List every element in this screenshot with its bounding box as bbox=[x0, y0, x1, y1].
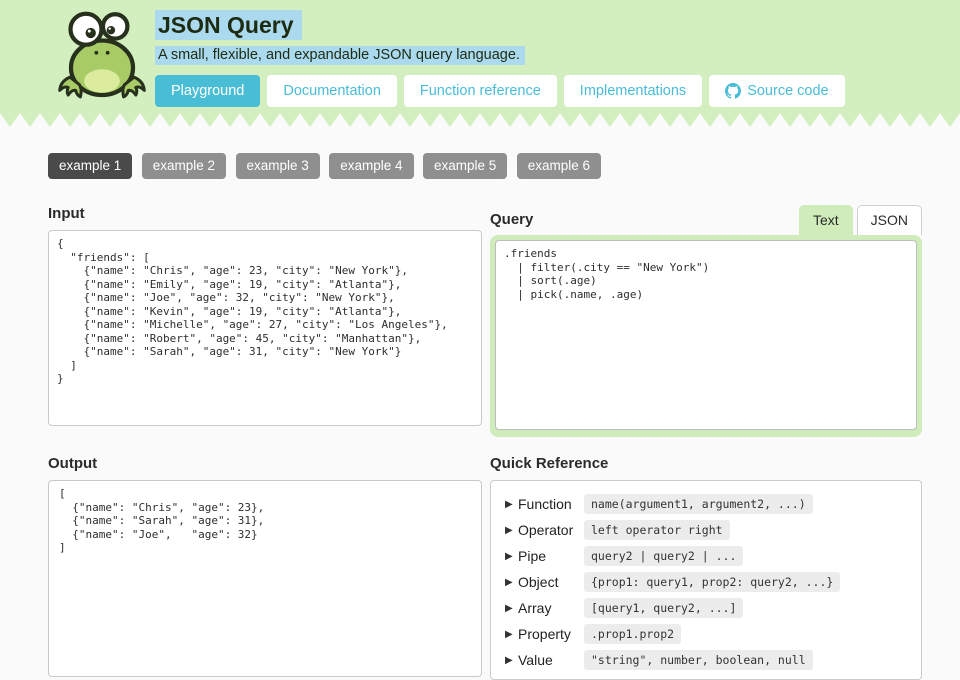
quick-reference-section: Quick Reference ▶ Function name(argument… bbox=[490, 455, 922, 680]
nav-implementations-button[interactable]: Implementations bbox=[563, 75, 703, 108]
quick-ref-item-function[interactable]: ▶ Function name(argument1, argument2, ..… bbox=[505, 491, 907, 517]
nav-source-code-button[interactable]: Source code bbox=[709, 75, 845, 108]
quick-ref-code: [query1, query2, ...] bbox=[584, 598, 744, 618]
quick-ref-item-object[interactable]: ▶ Object {prop1: query1, prop2: query2, … bbox=[505, 569, 907, 595]
quick-ref-item-operator[interactable]: ▶ Operator left operator right bbox=[505, 517, 907, 543]
output-label: Output bbox=[48, 455, 98, 472]
query-mode-tabs: Text JSON bbox=[795, 205, 922, 235]
tab-json[interactable]: JSON bbox=[856, 205, 922, 235]
zigzag-border bbox=[0, 113, 960, 127]
quick-ref-code: {prop1: query1, prop2: query2, ...} bbox=[584, 572, 841, 592]
github-icon bbox=[725, 83, 742, 100]
disclosure-triangle-icon: ▶ bbox=[505, 498, 513, 510]
frog-logo-icon bbox=[58, 11, 146, 99]
input-label: Input bbox=[48, 205, 85, 222]
page-title: JSON Query bbox=[155, 10, 302, 41]
disclosure-triangle-icon: ▶ bbox=[505, 628, 513, 640]
quick-ref-item-value[interactable]: ▶ Value "string", number, boolean, null bbox=[505, 647, 907, 673]
quick-reference-panel: ▶ Function name(argument1, argument2, ..… bbox=[490, 480, 922, 680]
main-nav: Playground Documentation Function refere… bbox=[155, 75, 852, 108]
nav-source-code-label: Source code bbox=[747, 83, 829, 100]
quick-ref-item-property[interactable]: ▶ Property .prop1.prop2 bbox=[505, 621, 907, 647]
header: JSON Query A small, flexible, and expand… bbox=[0, 0, 960, 113]
nav-documentation-button[interactable]: Documentation bbox=[267, 75, 397, 108]
quick-ref-code: name(argument1, argument2, ...) bbox=[584, 494, 813, 514]
tab-text[interactable]: Text bbox=[798, 205, 853, 235]
example-4-button[interactable]: example 4 bbox=[329, 153, 414, 179]
quick-reference-label: Quick Reference bbox=[490, 455, 609, 472]
nav-function-reference-button[interactable]: Function reference bbox=[403, 75, 557, 108]
example-2-button[interactable]: example 2 bbox=[141, 153, 227, 179]
input-section: Input { "friends": [ {"name": "Chris", "… bbox=[48, 205, 482, 437]
query-section: Query Text JSON .friends | filter(.city … bbox=[490, 205, 922, 437]
disclosure-triangle-icon: ▶ bbox=[505, 550, 513, 562]
quick-ref-code: query2 | query2 | ... bbox=[584, 546, 744, 566]
example-6-button[interactable]: example 6 bbox=[516, 153, 602, 179]
quick-ref-code: "string", number, boolean, null bbox=[584, 650, 813, 670]
main-content: example 1 example 2 example 3 example 4 … bbox=[48, 153, 922, 680]
quick-ref-item-pipe[interactable]: ▶ Pipe query2 | query2 | ... bbox=[505, 543, 907, 569]
disclosure-triangle-icon: ▶ bbox=[505, 602, 513, 614]
example-buttons: example 1 example 2 example 3 example 4 … bbox=[48, 153, 922, 179]
example-3-button[interactable]: example 3 bbox=[235, 153, 320, 179]
output-display: [ {"name": "Chris", "age": 23}, {"name":… bbox=[48, 480, 482, 677]
example-1-button[interactable]: example 1 bbox=[48, 153, 133, 179]
quick-ref-code: .prop1.prop2 bbox=[584, 624, 682, 644]
nav-playground-button[interactable]: Playground bbox=[155, 75, 261, 108]
disclosure-triangle-icon: ▶ bbox=[505, 576, 513, 588]
query-editor-frame: .friends | filter(.city == "New York") |… bbox=[490, 235, 922, 437]
disclosure-triangle-icon: ▶ bbox=[505, 654, 513, 666]
query-textarea[interactable]: .friends | filter(.city == "New York") |… bbox=[495, 240, 917, 430]
disclosure-triangle-icon: ▶ bbox=[505, 524, 513, 536]
input-textarea[interactable]: { "friends": [ {"name": "Chris", "age": … bbox=[48, 230, 482, 426]
quick-ref-code: left operator right bbox=[584, 520, 730, 540]
quick-ref-item-array[interactable]: ▶ Array [query1, query2, ...] bbox=[505, 595, 907, 621]
page-subtitle: A small, flexible, and expandable JSON q… bbox=[155, 46, 525, 66]
output-section: Output [ {"name": "Chris", "age": 23}, {… bbox=[48, 455, 482, 680]
query-label: Query bbox=[490, 211, 534, 228]
example-5-button[interactable]: example 5 bbox=[423, 153, 508, 179]
